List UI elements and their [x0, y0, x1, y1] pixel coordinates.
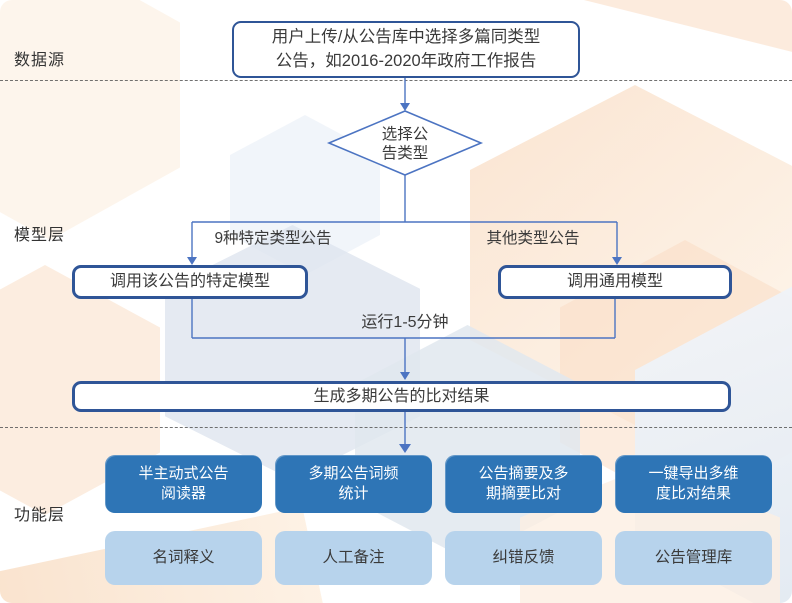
- layer-label-model: 模型层: [14, 227, 66, 244]
- divider-function: [0, 427, 792, 428]
- arrowhead-icon: [400, 372, 410, 380]
- arrowhead-icon: [399, 444, 411, 453]
- arrowhead-icon: [612, 257, 622, 265]
- layer-label-datasource: 数据源: [14, 52, 66, 69]
- model-box-general: 调用通用模型: [498, 265, 732, 299]
- layer-label-function: 功能层: [14, 507, 66, 524]
- source-box: 用户上传/从公告库中选择多篇同类型 公告，如2016-2020年政府工作报告: [232, 21, 580, 78]
- branch-label-left: 9种特定类型公告: [214, 230, 332, 247]
- feature-annotation-box: 人工备注: [275, 531, 432, 585]
- arrowhead-icon: [187, 257, 197, 265]
- feature-wordfreq-box: 多期公告词频 统计: [275, 455, 432, 513]
- model-box-specific: 调用该公告的特定模型: [72, 265, 308, 299]
- feature-export-box: 一键导出多维 度比对结果: [615, 455, 772, 513]
- feature-library-box: 公告管理库: [615, 531, 772, 585]
- decision-label: 选择公 告类型: [381, 126, 429, 163]
- divider-datasource: [0, 80, 792, 81]
- feature-reader-box: 半主动式公告 阅读器: [105, 455, 262, 513]
- feature-glossary-box: 名词释义: [105, 531, 262, 585]
- result-box: 生成多期公告的比对结果: [72, 381, 731, 412]
- feature-summary-box: 公告摘要及多 期摘要比对: [445, 455, 602, 513]
- runtime-label: 运行1-5分钟: [361, 314, 449, 331]
- arrowhead-icon: [400, 103, 410, 111]
- feature-feedback-box: 纠错反馈: [445, 531, 602, 585]
- branch-label-right: 其他类型公告: [486, 230, 580, 247]
